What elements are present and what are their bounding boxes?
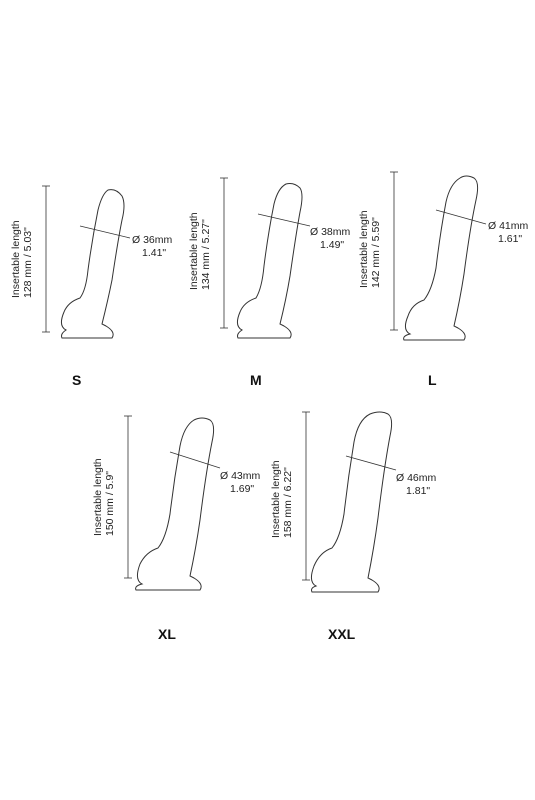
- size-diagram-xl: Insertable length 150 mm / 5.9" Ø 43mm 1…: [92, 414, 260, 604]
- size-diagram-m: Insertable length 134 mm / 5.27" Ø 38mm …: [188, 172, 350, 362]
- diameter-label-xl: Ø 43mm 1.69": [220, 470, 261, 495]
- size-diagram-xxl: Insertable length 158 mm / 6.22" Ø 46mm …: [270, 410, 436, 600]
- size-label-l: L: [428, 372, 437, 388]
- length-label-xl: Insertable length 150 mm / 5.9": [92, 458, 116, 536]
- outline-s: [42, 185, 131, 339]
- outline-xxl: [302, 411, 397, 593]
- diameter-label-l: Ø 41mm 1.61": [488, 220, 529, 245]
- size-label-xl: XL: [158, 626, 176, 642]
- length-label-s: Insertable length 128 mm / 5.03": [10, 220, 34, 298]
- outline-m: [220, 177, 311, 339]
- length-label-l: Insertable length 142 mm / 5.59": [358, 210, 382, 288]
- size-label-xxl: XXL: [328, 626, 356, 642]
- size-label-m: M: [250, 372, 262, 388]
- outline-l: [390, 171, 487, 341]
- diameter-label-m: Ø 38mm 1.49": [310, 226, 351, 251]
- length-label-xxl: Insertable length 158 mm / 6.22": [270, 460, 294, 538]
- diameter-label-s: Ø 36mm 1.41": [132, 234, 173, 259]
- size-diagram-l: Insertable length 142 mm / 5.59" Ø 41mm …: [358, 170, 528, 360]
- diameter-label-xxl: Ø 46mm 1.81": [396, 472, 437, 497]
- outline-xl: [124, 415, 221, 591]
- length-label-m: Insertable length 134 mm / 5.27": [188, 212, 212, 290]
- size-diagram-s: Insertable length 128 mm / 5.03" Ø 36mm …: [10, 180, 172, 370]
- size-label-s: S: [72, 372, 82, 388]
